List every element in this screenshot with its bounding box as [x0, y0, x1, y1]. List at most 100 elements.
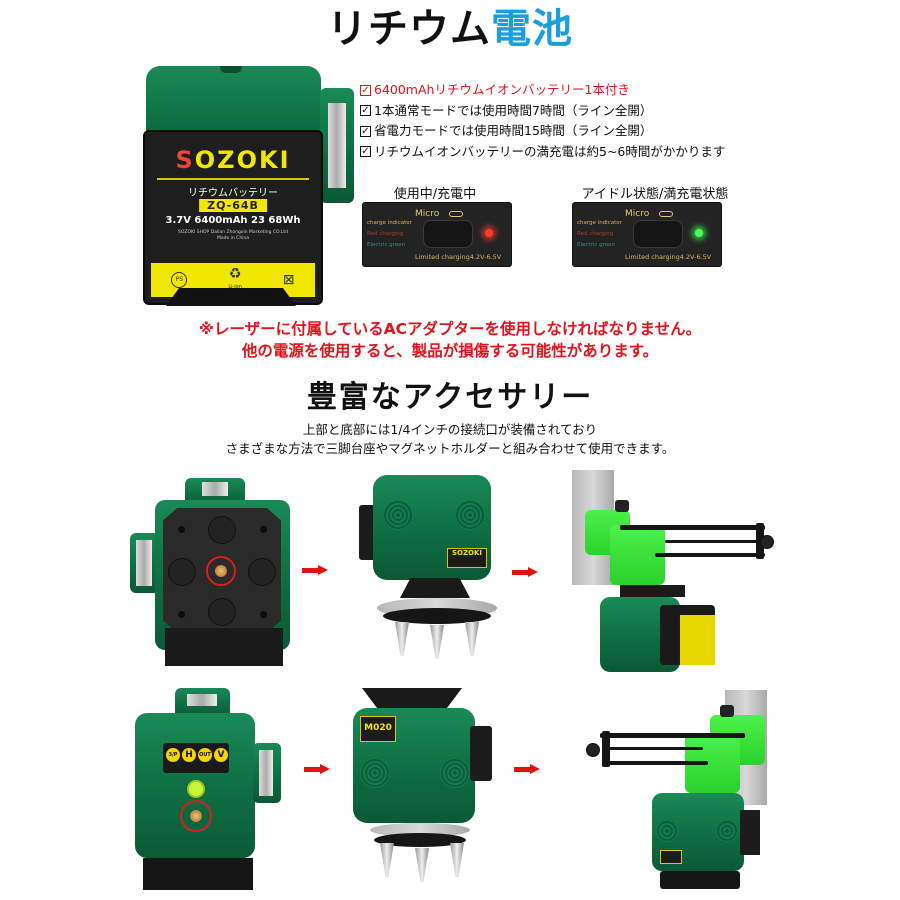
battery-maker: SOZOKI SHOP Dalian Zhongxin Marketing CO…: [178, 230, 288, 241]
battery-pack: SOZOKI リチウムバッテリー ZQ-64B 3.7V 6400mAh 23 …: [143, 130, 323, 305]
charging-port: [423, 220, 473, 248]
side-window: [136, 540, 152, 586]
leveling-foot: [450, 843, 464, 877]
top-mount-plate: [362, 688, 462, 708]
screw-hole: [260, 526, 267, 533]
lock-knob: [720, 705, 734, 717]
brand-label: SOZOKI: [447, 548, 487, 568]
base-plate: [165, 628, 283, 666]
battery-pack: [740, 810, 760, 855]
model-label: [660, 850, 682, 864]
speaker-grill: [440, 758, 470, 788]
micro-usb-icon: [659, 211, 673, 217]
tripod-base: [374, 833, 466, 847]
slider-rail: [608, 761, 708, 765]
indicator-text: Electric green: [367, 242, 406, 248]
indicator-text: Red charging: [367, 231, 404, 237]
button-v[interactable]: V: [214, 748, 228, 762]
feature-item: ✓6400mAhリチウムイオンバッテリー1本付き: [360, 82, 630, 97]
base-plate: [660, 871, 740, 889]
leveling-foot: [430, 625, 444, 659]
title-accent: 電池: [491, 6, 573, 52]
button-h[interactable]: H: [182, 748, 196, 762]
speaker-grill: [656, 820, 678, 842]
page-title: リチウム電池: [0, 4, 900, 54]
brand-logo: SOZOKI: [175, 146, 291, 174]
indicator-text: Electric green: [577, 242, 616, 248]
adjust-knob[interactable]: [760, 535, 774, 549]
photo-wall-bracket: [560, 465, 780, 680]
arrow-right-icon: [514, 764, 540, 774]
screw-hole: [178, 611, 185, 618]
battery-pack: [470, 726, 492, 781]
foot-pad: [168, 558, 196, 586]
adjust-knob[interactable]: [586, 743, 600, 757]
feature-item: ✓1本通常モードでは使用時間7時間（ライン全開）: [360, 102, 653, 118]
slider-rail: [600, 733, 745, 738]
leveling-foot: [415, 848, 429, 882]
button-out[interactable]: OUT: [198, 748, 212, 762]
indicator-text: charge indicator: [367, 220, 412, 226]
battery-label: [680, 615, 715, 665]
charging-port: [633, 220, 683, 248]
voltage-limit: Limited charging4.2V-6.5V: [415, 253, 502, 261]
device-base: [166, 288, 296, 306]
speaker-grill: [455, 500, 485, 530]
recycle-li-ion-icon: ♻Li-ion: [228, 265, 242, 290]
bubble-level-icon: [187, 780, 205, 798]
highlight-circle: [180, 800, 212, 832]
arrow-right-icon: [512, 567, 538, 577]
top-window: [187, 694, 217, 706]
pse-mark-icon: PS: [171, 272, 188, 288]
tripod-base: [383, 608, 491, 624]
title-main: リチウム: [327, 6, 491, 52]
photo-tripod-base: SOZOKI: [355, 470, 505, 670]
quarter-inch-thread: [215, 565, 227, 577]
highlight-circle: [206, 556, 236, 586]
green-led-icon: [695, 229, 703, 237]
charge-indicator-charging: Micro charge indicator Red charging Elec…: [362, 202, 512, 267]
leveling-foot: [380, 843, 394, 877]
voltage-limit: Limited charging4.2V-6.5V: [625, 253, 712, 261]
photo-inverted-tripod: M020: [350, 688, 510, 893]
base-plate: [143, 858, 253, 890]
side-laser-window: [328, 103, 346, 188]
foot-pad: [248, 558, 276, 586]
screw-hole: [260, 611, 267, 618]
feature-list: ✓6400mAhリチウムイオンバッテリー1本付き ✓1本通常モードでは使用時間7…: [360, 80, 780, 162]
checkbox-icon: ✓: [360, 125, 371, 137]
logo-underline: [157, 178, 309, 180]
slider-rail: [620, 525, 765, 530]
feature-item: ✓リチウムイオンバッテリーの満充電は約5~6時間がかかります: [360, 143, 726, 159]
slider-rail: [655, 553, 765, 557]
speaker-grill: [716, 820, 738, 842]
photo-inverted-wall-bracket: [560, 685, 780, 895]
warning-line: 他の電源を使用すると、製品が損傷する可能性があります。: [241, 342, 659, 360]
desc-line: さまざまな方法で三脚台座やマグネットホルダーと組み合わせて使用できます。: [225, 441, 675, 456]
battery-model: ZQ-64B: [199, 199, 267, 212]
model-label: M020: [360, 716, 396, 742]
side-window: [259, 750, 273, 796]
red-led-icon: [485, 229, 493, 237]
speaker-grill: [383, 500, 413, 530]
charge-indicator-full: Micro charge indicator Red charging Elec…: [572, 202, 722, 267]
indicator-label-charging: 使用中/充電中: [393, 187, 477, 202]
battery-spec: 3.7V 6400mAh 23 68Wh: [165, 215, 301, 226]
micro-usb-icon: [449, 211, 463, 217]
warning-line: ※レーザーに付属しているACアダプターを使用しなければなりません。: [198, 320, 702, 338]
foot-pad: [208, 516, 236, 544]
indicator-text: charge indicator: [577, 220, 622, 226]
photo-top-mount: 3/P H OUT V: [135, 688, 285, 893]
checkbox-icon: ✓: [360, 84, 371, 96]
photo-bottom-mount: [130, 478, 300, 668]
mount-base: [400, 578, 470, 598]
ac-adapter-warning: ※レーザーに付属しているACアダプターを使用しなければなりません。 他の電源を使…: [0, 318, 900, 362]
accessories-title: 豊富なアクセサリー: [306, 380, 594, 415]
rail-end: [602, 731, 610, 767]
button-3p[interactable]: 3/P: [166, 748, 180, 762]
crossed-bin-icon: ⊠: [282, 272, 295, 288]
top-window: [202, 482, 228, 496]
top-mount-hole: [220, 66, 242, 73]
slider-rail: [665, 540, 765, 543]
micro-label: Micro: [415, 209, 440, 219]
